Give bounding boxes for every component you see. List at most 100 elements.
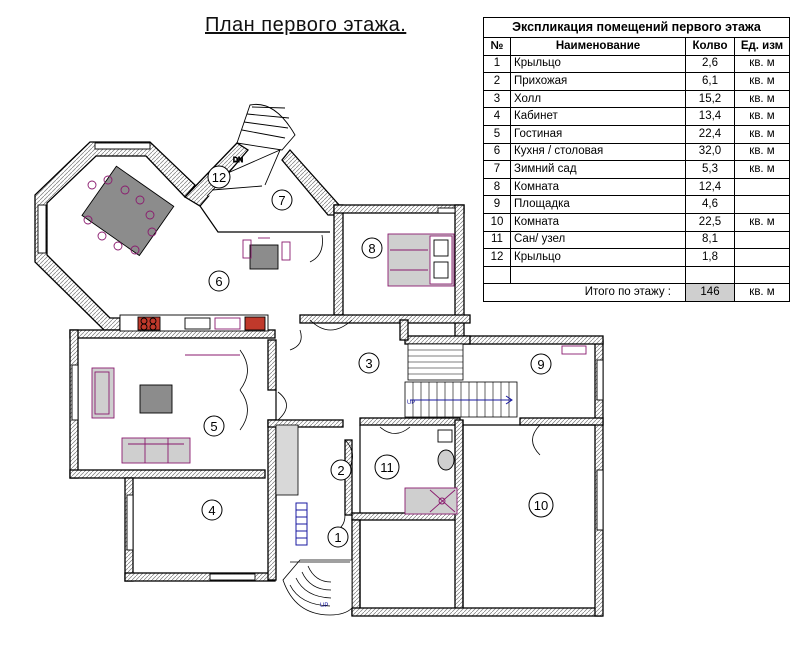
main-stair-arrow [410, 395, 513, 405]
svg-text:1: 1 [334, 530, 341, 545]
svg-text:8: 8 [368, 241, 375, 256]
row-number: 9 [483, 195, 511, 214]
partitions [199, 205, 595, 608]
row-unit: кв. м [734, 160, 790, 179]
row-unit: кв. м [734, 107, 790, 126]
row-unit: кв. м [734, 142, 790, 162]
row-area: 32,0 [685, 142, 735, 162]
row-area: 2,6 [685, 54, 735, 74]
room-marker-9: 9 [530, 353, 552, 375]
row-number: 5 [483, 124, 511, 144]
plan-title: План первого этажа. [205, 14, 407, 36]
lower-wall-mid [454, 419, 464, 616]
room-marker-2: 2 [330, 459, 352, 481]
row-area: 1,8 [685, 248, 735, 267]
row-area: 12,4 [685, 177, 735, 197]
svg-text:6: 6 [215, 274, 222, 289]
furniture [81, 165, 587, 515]
study-wall-right [267, 419, 277, 581]
header-name: Наименование [510, 37, 686, 56]
porch-stair [282, 559, 353, 616]
row-name: Гостиная [510, 124, 686, 144]
entry-column [275, 424, 299, 496]
svg-text:9: 9 [537, 357, 544, 372]
stair-wall-left [399, 319, 409, 341]
row-unit [734, 230, 790, 250]
room-marker-3: 3 [358, 352, 380, 374]
row-unit: кв. м [734, 72, 790, 91]
header-unit: Ед. изм [734, 37, 790, 56]
row-name: Прихожая [510, 72, 686, 91]
header-number: № [483, 37, 511, 56]
wc-fixtures [404, 429, 458, 515]
row-name: Сан/ узел [510, 230, 686, 250]
room-marker-10: 10 [528, 492, 554, 518]
room-marker-7: 7 [271, 189, 293, 211]
row-number: 12 [483, 248, 511, 267]
room-markers: 1 2 3 4 5 6 7 8 9 10 11 12 [201, 165, 554, 548]
room-marker-11: 11 [374, 454, 400, 480]
lower-block-bottom [351, 607, 603, 617]
svg-text:11: 11 [380, 460, 394, 475]
svg-text:4: 4 [208, 503, 215, 518]
room-schedule-table: Экспликация помещений первого этажа № На… [483, 17, 790, 302]
row-area: 22,4 [685, 124, 735, 144]
dining-table [81, 165, 175, 257]
room-marker-1: 1 [327, 526, 349, 548]
row-name: Площадка [510, 195, 686, 214]
row-name: Крыльцо [510, 248, 686, 267]
row-unit: кв. м [734, 212, 790, 232]
hall-left-wall [267, 339, 277, 391]
row-name: Комната [510, 177, 686, 197]
stair-wall-top [404, 335, 471, 345]
porch-stair-label: UP [320, 603, 328, 609]
row-number: 4 [483, 107, 511, 126]
room-marker-8: 8 [361, 237, 383, 259]
row-area: 13,4 [685, 107, 735, 126]
row-area: 22,5 [685, 212, 735, 232]
row-area: 6,1 [685, 72, 735, 91]
row-number: 7 [483, 160, 511, 179]
row-number: 6 [483, 142, 511, 162]
row-unit [734, 177, 790, 197]
room9-wall-bottom [519, 417, 604, 426]
total-label: Итого по этажу : [483, 283, 686, 302]
row-number: 1 [483, 54, 511, 74]
room-marker-5: 5 [203, 415, 225, 437]
hall-top-wall [299, 314, 471, 324]
row-unit: кв. м [734, 54, 790, 74]
main-stair-label: UP [407, 400, 415, 406]
svg-text:7: 7 [278, 193, 285, 208]
row-unit: кв. м [734, 89, 790, 109]
right-top-wall [462, 335, 604, 345]
living-sofa-set [91, 354, 240, 464]
row-name: Кухня / столовая [510, 142, 686, 162]
row-number: 11 [483, 230, 511, 250]
wc-wall-top [359, 417, 461, 426]
windows [37, 142, 604, 581]
header-area: Колво [685, 37, 735, 56]
svg-text:5: 5 [210, 419, 217, 434]
room-marker-12: 12 [207, 165, 231, 189]
row-number: 2 [483, 72, 511, 91]
room-marker-6: 6 [208, 270, 230, 292]
row-unit [734, 195, 790, 214]
row-name: Комната [510, 212, 686, 232]
living-wall-bottom [69, 469, 266, 479]
row-area: 15,2 [685, 89, 735, 109]
row-number: 8 [483, 177, 511, 197]
row-name: Крыльцо [510, 54, 686, 74]
entry-wall-left [267, 419, 344, 428]
svg-text:3: 3 [365, 356, 372, 371]
table-header-row: № Наименование Колво Ед. изм [483, 37, 790, 56]
row-unit: кв. м [734, 124, 790, 144]
